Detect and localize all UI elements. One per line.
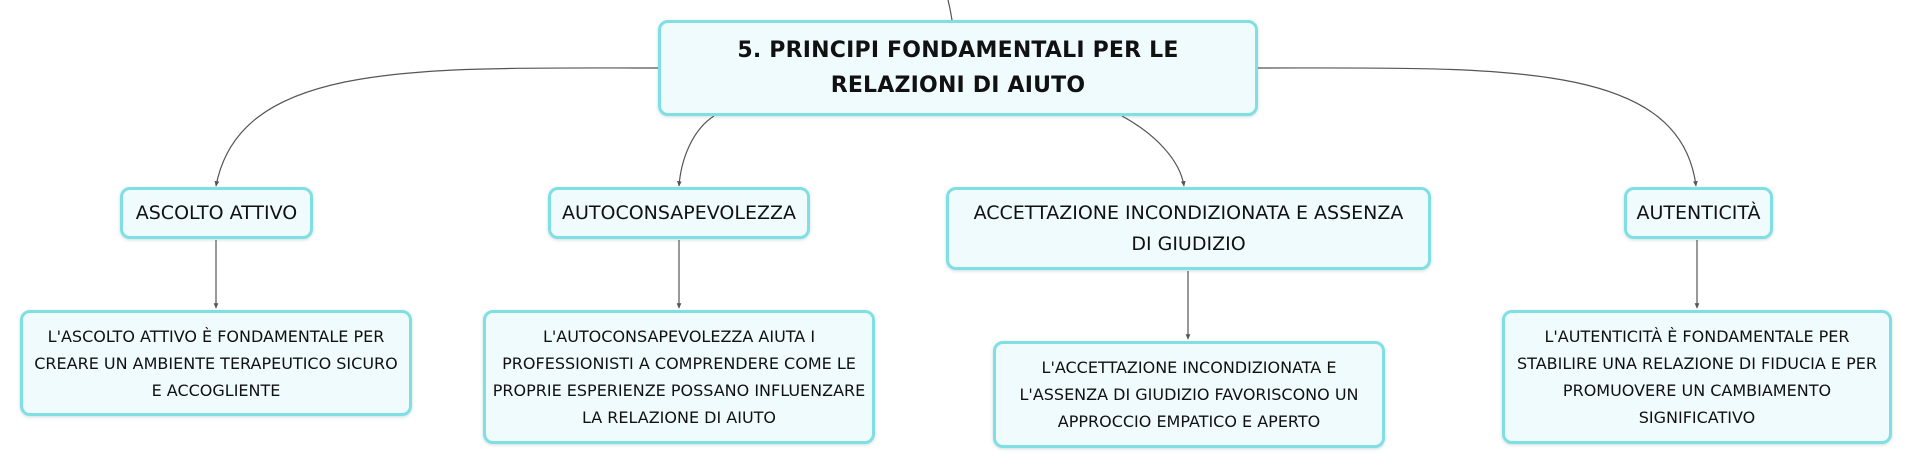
topic-label: AUTENTICITÀ xyxy=(1636,201,1761,224)
subtopic-label: L'ACCETTAZIONE INCONDIZIONATA E L'ASSENZ… xyxy=(1019,358,1359,431)
root-topic[interactable]: 5. PRINCIPI FONDAMENTALI PER LE RELAZION… xyxy=(658,20,1258,116)
subtopic-label: L'AUTOCONSAPEVOLEZZA AIUTA I PROFESSIONI… xyxy=(492,327,866,427)
subtopic-label: L'ASCOLTO ATTIVO È FONDAMENTALE PER CREA… xyxy=(34,326,398,400)
subtopic-ascolto-attivo-detail[interactable]: L'ASCOLTO ATTIVO È FONDAMENTALE PER CREA… xyxy=(20,310,412,416)
subtopic-autoconsapevolezza-detail[interactable]: L'AUTOCONSAPEVOLEZZA AIUTA I PROFESSIONI… xyxy=(483,310,875,444)
topic-ascolto-attivo[interactable]: ASCOLTO ATTIVO xyxy=(120,187,313,239)
connector-incoming xyxy=(947,0,953,21)
topic-label: ACCETTAZIONE INCONDIZIONATA E ASSENZA DI… xyxy=(973,201,1404,255)
subtopic-label: L'AUTENTICITÀ È FONDAMENTALE PER STABILI… xyxy=(1517,327,1877,427)
topic-accettazione-incondizionata[interactable]: ACCETTAZIONE INCONDIZIONATA E ASSENZA DI… xyxy=(946,187,1431,270)
connector-root-branch-2 xyxy=(676,115,715,187)
connector-root-branch-4 xyxy=(1257,67,1698,187)
topic-label: AUTOCONSAPEVOLEZZA xyxy=(561,201,796,224)
topic-autenticita[interactable]: AUTENTICITÀ xyxy=(1624,187,1773,239)
topic-label: ASCOLTO ATTIVO xyxy=(135,201,298,224)
subtopic-accettazione-detail[interactable]: L'ACCETTAZIONE INCONDIZIONATA E L'ASSENZ… xyxy=(993,341,1385,448)
topic-autoconsapevolezza[interactable]: AUTOCONSAPEVOLEZZA xyxy=(548,187,810,239)
connector-root-branch-3 xyxy=(1121,115,1186,187)
subtopic-autenticita-detail[interactable]: L'AUTENTICITÀ È FONDAMENTALE PER STABILI… xyxy=(1502,310,1892,444)
root-topic-label: 5. PRINCIPI FONDAMENTALI PER LE RELAZION… xyxy=(737,38,1179,98)
connector-root-branch-1 xyxy=(214,67,659,187)
